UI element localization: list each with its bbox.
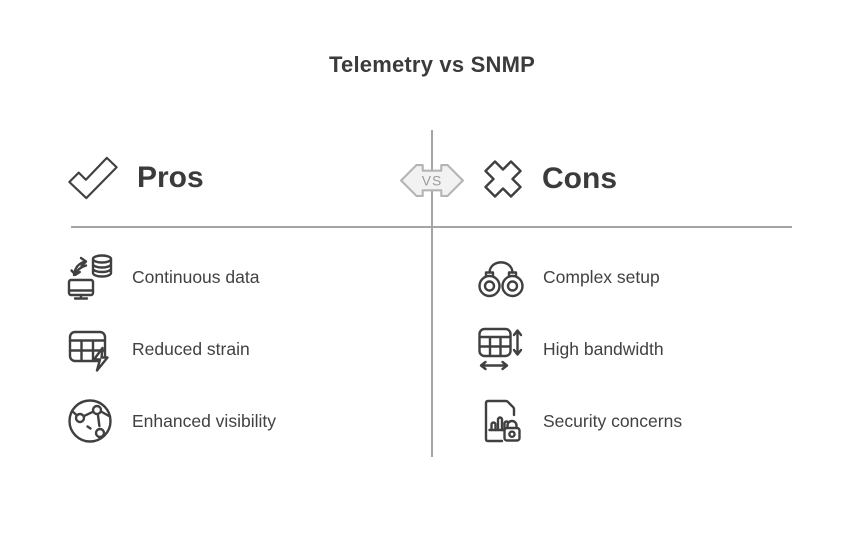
list-item: Continuous data [66, 241, 276, 313]
item-label: Complex setup [543, 266, 660, 287]
list-item: Reduced strain [66, 313, 276, 385]
pros-header: Pros [66, 153, 204, 203]
list-item: Enhanced visibility [66, 385, 276, 457]
vertical-divider [431, 130, 433, 457]
horizontal-divider [71, 226, 792, 228]
list-item: Complex setup [477, 241, 682, 313]
vs-badge: VS [399, 157, 465, 204]
vs-arrows-icon: VS [400, 164, 464, 197]
table-bandwidth-icon [478, 327, 523, 371]
pros-heading: Pros [137, 161, 204, 194]
item-label: Enhanced visibility [132, 410, 276, 431]
globe-network-icon [68, 399, 112, 443]
page-title: Telemetry vs SNMP [329, 52, 535, 77]
vs-badge-label: VS [422, 173, 443, 189]
item-label: Reduced strain [132, 338, 250, 359]
item-label: Continuous data [132, 266, 260, 287]
cable-connectors-icon [478, 261, 524, 298]
pros-items: Continuous data Reduced strain [66, 241, 276, 457]
cons-heading: Cons [542, 162, 617, 195]
document-lock-icon [484, 399, 521, 443]
sync-database-icon [67, 254, 113, 300]
cons-items: Complex setup High bandwidth [477, 241, 682, 457]
list-item: High bandwidth [477, 313, 682, 385]
item-label: Security concerns [543, 410, 683, 431]
table-lightning-icon [68, 330, 109, 372]
item-label: High bandwidth [543, 338, 664, 359]
cross-icon [484, 160, 522, 198]
check-icon [68, 156, 118, 200]
list-item: Security concerns [477, 385, 682, 457]
cons-header: Cons [479, 155, 617, 203]
